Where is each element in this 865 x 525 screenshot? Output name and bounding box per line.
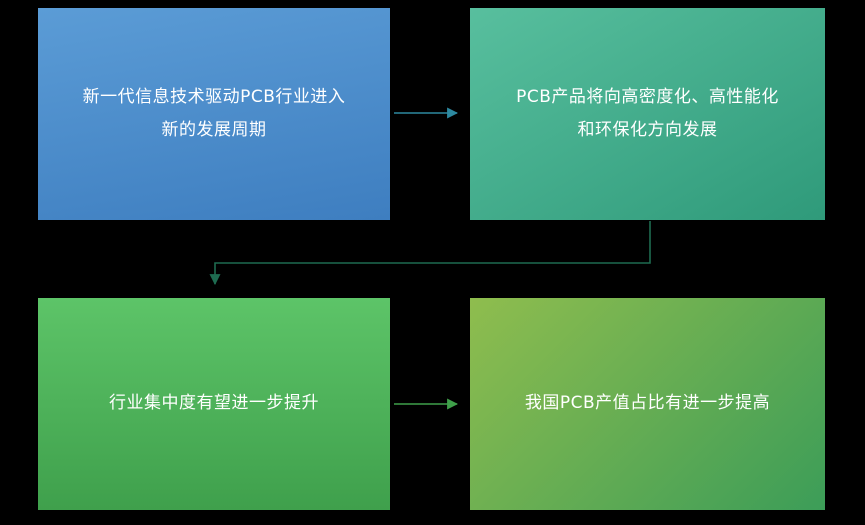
box-4-text-line-1: 我国PCB产值占比有进一步提高 xyxy=(524,393,771,414)
flow-box-3: 行业集中度有望进一步提升 xyxy=(38,298,390,510)
flow-box-1: 新一代信息技术驱动PCB行业进入 新的发展周期 xyxy=(38,8,390,220)
flow-box-2: PCB产品将向高密度化、高性能化 和环保化方向发展 xyxy=(470,8,825,220)
box-3-text-line-1: 行业集中度有望进一步提升 xyxy=(109,393,319,414)
flow-box-4: 我国PCB产值占比有进一步提高 xyxy=(470,298,825,510)
box-1-text-line-2: 新的发展周期 xyxy=(161,120,267,140)
box-2-text-line-1: PCB产品将向高密度化、高性能化 xyxy=(516,86,779,107)
box-1-text-line-1: 新一代信息技术驱动PCB行业进入 xyxy=(82,86,346,107)
arrow-box2-to-box3 xyxy=(209,221,651,286)
box-2-text-line-2: 和环保化方向发展 xyxy=(577,120,718,140)
